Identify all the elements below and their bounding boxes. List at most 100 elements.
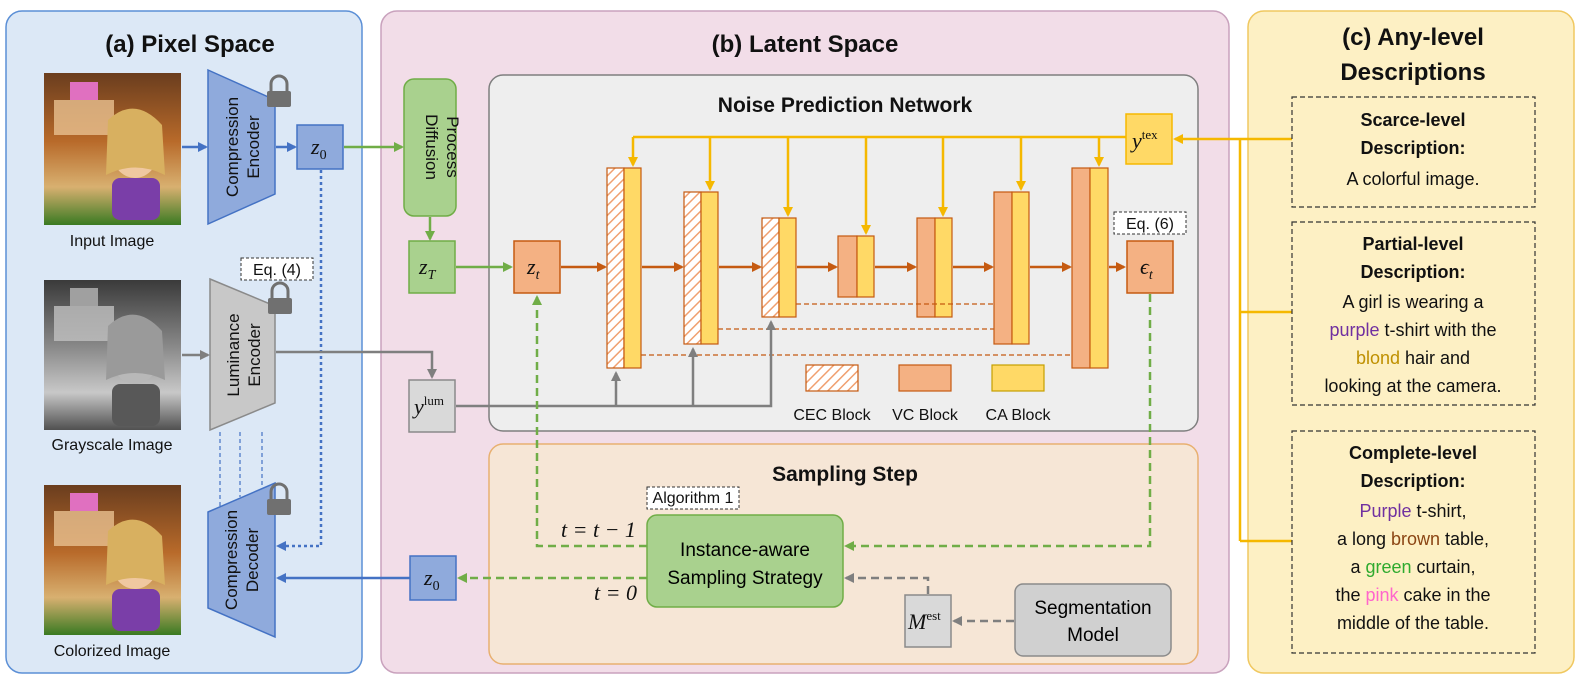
ca-block <box>700 191 719 345</box>
legend-ca-label: CA Block <box>986 407 1052 424</box>
mest-label: Mest <box>907 608 941 634</box>
epsilon-box <box>1126 240 1174 294</box>
compression-decoder-label-1: Compression <box>222 510 241 610</box>
ytex-box <box>1125 113 1173 165</box>
ca-block <box>1011 191 1030 345</box>
input-image <box>44 73 181 225</box>
eq6-box <box>1113 211 1187 235</box>
complete-line-3: a green curtain, <box>1350 557 1475 577</box>
complete-line-4: the pink cake in the <box>1335 585 1490 605</box>
algorithm1-label: Algorithm 1 <box>653 490 734 507</box>
scarce-heading-1: Scarce-level <box>1360 110 1465 130</box>
grayscale-image <box>44 280 181 430</box>
diffusion-process-box <box>403 78 457 217</box>
lock-icon <box>267 74 291 107</box>
legend-cec-label: CEC Block <box>793 407 871 424</box>
partial-line-1: A girl is wearing a <box>1342 292 1484 312</box>
luminance-encoder-label-1: Luminance <box>224 313 243 396</box>
zt-label: zt <box>526 254 541 283</box>
partial-line-3: blond hair and <box>1356 348 1470 368</box>
ca-block <box>623 167 642 369</box>
ylum-label: ylum <box>412 393 444 419</box>
mest-box <box>904 594 952 648</box>
legend-vc-label: VC Block <box>892 407 959 424</box>
lock-icon <box>268 281 292 314</box>
diffusion-label-2: Process <box>443 116 462 177</box>
z0-label-bottom: z0 <box>423 565 440 594</box>
complete-line-1: Purple t-shirt, <box>1359 501 1466 521</box>
ytex-label: ytex <box>1130 127 1158 153</box>
eq6-label: Eq. (6) <box>1126 216 1174 233</box>
descriptions-title-line2: Descriptions <box>1340 59 1485 86</box>
cec-block <box>761 217 780 318</box>
complete-description-box <box>1291 430 1536 654</box>
zt-box <box>513 240 561 294</box>
z0-label-top: z0 <box>310 134 327 163</box>
colorized-image <box>44 485 181 635</box>
descriptions-title-line1: (c) Any-level <box>1342 24 1484 51</box>
gray-cond-line <box>456 320 776 408</box>
latent-space-title: (b) Latent Space <box>712 31 899 58</box>
vc-block <box>1071 167 1091 369</box>
partial-heading-2: Description: <box>1360 262 1465 282</box>
luminance-encoder <box>209 277 276 432</box>
scarce-line-1: A colorful image. <box>1346 169 1479 189</box>
ca-block <box>934 217 953 318</box>
legend-ca-swatch <box>991 364 1045 392</box>
compression-encoder-label-2: Encoder <box>244 115 263 179</box>
pixel-space-title: (a) Pixel Space <box>105 31 274 58</box>
legend-cec-swatch <box>805 364 859 392</box>
z0-box-bottom <box>409 555 457 601</box>
epsilon-label: ϵt <box>1140 254 1154 283</box>
vc-block <box>916 217 936 318</box>
sampling-strategy-label-1: Instance-aware <box>680 540 810 561</box>
segmentation-label-1: Segmentation <box>1034 598 1151 619</box>
grayscale-image-caption: Grayscale Image <box>52 437 173 454</box>
strategy-to-zt-arrow <box>532 295 647 548</box>
sampling-strategy-box <box>646 514 844 608</box>
ylum-box <box>408 379 456 433</box>
compression-encoder <box>207 68 276 226</box>
segmentation-model-box <box>1014 583 1172 657</box>
diffusion-label-1: Diffusion <box>422 114 441 180</box>
compression-decoder <box>207 481 276 639</box>
partial-line-4: looking at the camera. <box>1324 376 1501 396</box>
scarce-heading-2: Description: <box>1360 138 1465 158</box>
complete-heading-1: Complete-level <box>1349 443 1477 463</box>
partial-heading-1: Partial-level <box>1362 234 1463 254</box>
compression-encoder-label-1: Compression <box>223 97 242 197</box>
partial-line-2: purple t-shirt with the <box>1329 320 1496 340</box>
cec-block <box>683 191 702 345</box>
legend-vc-swatch <box>898 364 952 392</box>
arrow-lum-to-ylum <box>276 350 437 379</box>
t-zero-label: t = 0 <box>594 580 637 605</box>
vc-block <box>837 235 858 298</box>
algorithm1-box <box>646 486 740 510</box>
complete-line-5: middle of the table. <box>1337 613 1489 633</box>
ca-block <box>856 235 875 298</box>
sampling-strategy-label-2: Sampling Strategy <box>667 568 823 589</box>
partial-description-box <box>1291 221 1536 406</box>
cec-block <box>606 167 625 369</box>
segmentation-label-2: Model <box>1067 625 1119 646</box>
luminance-encoder-label-2: Encoder <box>245 323 264 387</box>
zT-box <box>408 240 456 294</box>
compression-decoder-label-2: Decoder <box>243 528 262 593</box>
dotted-z0-to-decoder <box>276 170 323 551</box>
vc-block <box>993 191 1013 345</box>
zT-label: zT <box>418 254 437 283</box>
eq4-box <box>240 257 314 281</box>
complete-line-2: a long brown table, <box>1337 529 1489 549</box>
eq4-label: Eq. (4) <box>253 262 301 279</box>
z0-box-top <box>296 124 344 170</box>
mest-to-strategy-arrow <box>844 573 930 594</box>
ca-block <box>778 217 797 318</box>
lock-icon <box>267 482 291 515</box>
t-minus-label: t = t − 1 <box>561 517 636 542</box>
ca-block <box>1089 167 1109 369</box>
scarce-description-box <box>1291 96 1536 208</box>
colorized-image-caption: Colorized Image <box>54 643 171 660</box>
input-image-caption: Input Image <box>70 233 155 250</box>
eps-to-strategy-arrow <box>844 294 1152 551</box>
